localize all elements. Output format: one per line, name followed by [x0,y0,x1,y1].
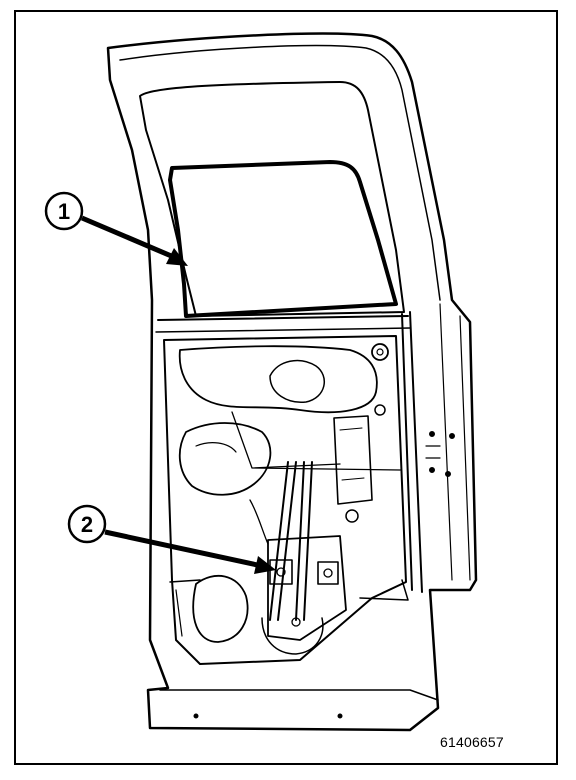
callout-2-arrowhead [254,556,276,574]
callout-2-arrow [104,529,263,569]
door-frame-inner-edge [119,44,441,301]
figure-id: 61406657 [440,734,504,750]
right-access-hole [333,415,373,505]
door-outer-panel [106,32,478,732]
window-glass [168,160,398,318]
window-frame-outer [139,81,405,317]
speaker-opening [192,575,249,643]
callout-1-label: 1 [58,199,70,224]
callout-1-arrowhead [166,248,188,266]
callout-1: 1 [44,191,188,266]
belt-line [157,315,409,321]
regulator-rail-left [269,461,297,621]
inner-door-panel [163,335,407,665]
callout-1-arrow [81,215,177,261]
lower-large-cutout [178,422,272,496]
callout-2-label: 2 [81,512,93,537]
door-lower-edge [159,689,439,701]
rear-trim-strip [401,311,423,593]
upper-access-hole [178,345,378,414]
lock-rod [231,411,401,471]
regulator-rail-right [295,461,313,621]
figure-frame [14,10,558,765]
callout-1-circle [44,191,84,231]
callout-2-circle [67,504,107,544]
callout-2: 2 [67,504,276,574]
